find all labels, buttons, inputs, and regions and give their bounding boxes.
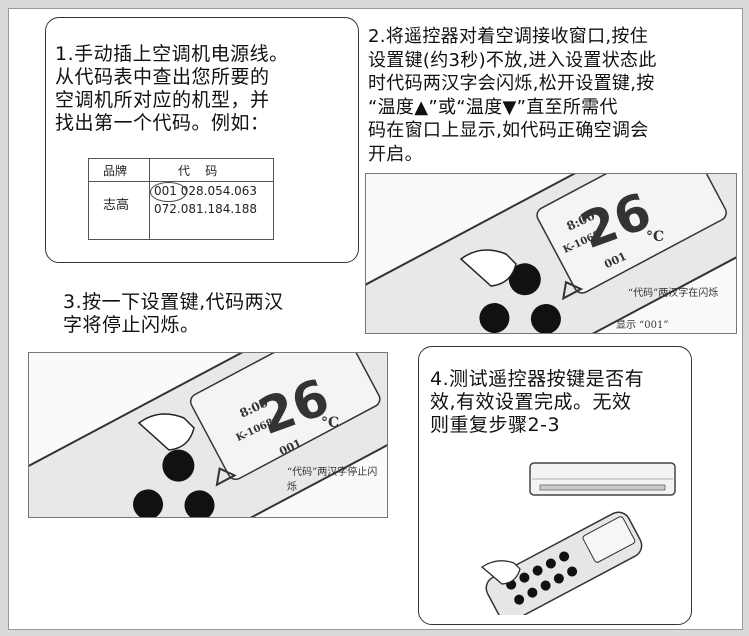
table-header-row (89, 159, 273, 182)
remote-photo-setting: 26 °C 8:00 K-1068 001 “代码”两汉字在闪烁 显示 “001… (365, 173, 737, 334)
annotation-stopped: “代码”两汉字停止闪烁 (287, 467, 378, 493)
table-header-code: 代 码 (178, 164, 218, 178)
code-table (88, 158, 274, 240)
table-header-brand: 品牌 (103, 164, 128, 178)
annotation-blinking: “代码”两汉字在闪烁 (628, 288, 719, 299)
remote-photo-confirmed: 26 °C 8:00 K-1068 001 “代码”两汉字停止闪烁 (28, 352, 388, 518)
remote-illustration (366, 174, 736, 333)
lcd-unit-2: °C (321, 415, 340, 431)
table-codes-line2: 072.081.184.188 (154, 202, 258, 216)
step1-text: 1.手动插上空调机电源线。 从代码表中查出您所要的 空调机所对应的机型，并 找出… (55, 43, 289, 134)
ac-and-remote-illustration (481, 462, 676, 615)
step4-text: 4.测试遥控器按键是否有 效,有效设置完成。无效 则重复步骤2-3 (430, 368, 645, 436)
remote-illustration-2 (29, 353, 387, 517)
step3-text: 3.按一下设置键,代码两汉 字将停止闪烁。 (63, 291, 284, 336)
table-brand-value: 志高 (103, 198, 130, 213)
lcd-unit: °C (646, 229, 665, 245)
table-divider (149, 159, 150, 239)
code-circle-highlight (150, 182, 187, 202)
step2-text: 2.将遥控器对着空调接收窗口,按住 设置键(约3秒)不放,进入设置状态此 时代码… (368, 26, 657, 165)
annotation-display-001: 显示 “001” (616, 320, 669, 331)
step1-box (45, 17, 359, 263)
